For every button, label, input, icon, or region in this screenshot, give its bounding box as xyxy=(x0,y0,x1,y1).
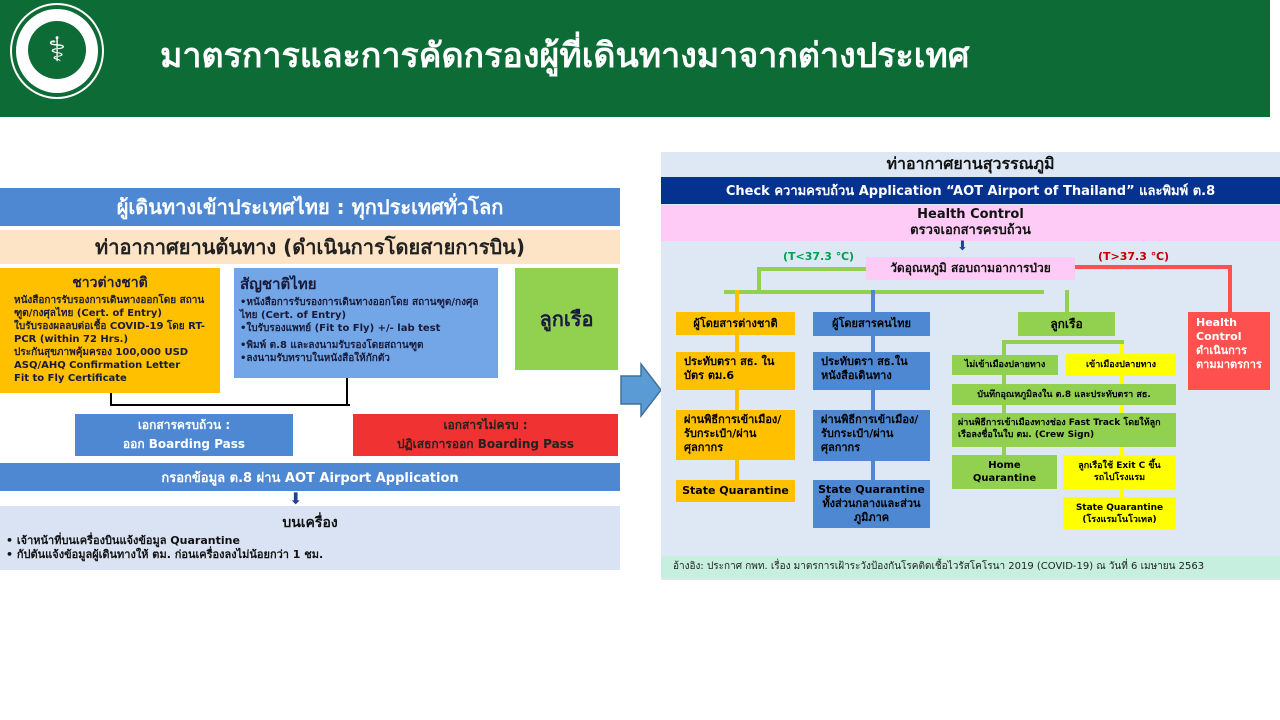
crew-no-enter-box: ไม่เข้าเมืองปลายทาง xyxy=(952,355,1058,375)
crew-state-quarantine: State Quarantine (โรงแรมโนโวเทล) xyxy=(1063,497,1176,530)
connector xyxy=(1228,265,1232,313)
connector xyxy=(757,267,867,271)
foreign-item: ประกันสุขภาพคุ้มครอง 100,000 USD xyxy=(14,347,189,358)
connector xyxy=(1075,265,1232,269)
connector xyxy=(1065,290,1069,312)
foreign-immigration-box: ผ่านพิธีการเข้าเมือง/รับกระเป๋า/ผ่านศุลก… xyxy=(676,410,795,460)
caduceus-icon: ⚕ xyxy=(28,21,86,79)
onboard-box: บนเครื่อง • เจ้าหน้าที่บนเครื่องบินแจ้งข… xyxy=(0,506,620,570)
arrow-down-icon: ⬇ xyxy=(957,239,968,254)
thai-item: •พิมพ์ ต.8 และลงนามรับรองโดยสถานฑูต xyxy=(240,340,424,351)
connector xyxy=(757,267,761,293)
foreign-item: ใบรับรองผลลบต่อเชื้อ COVID-19 โดย RT-PCR… xyxy=(14,321,205,345)
crew-record-box: บันทึกอุณหภูมิลงใน ต.8 และประทับตรา สธ. xyxy=(952,384,1176,405)
thai-box: สัญชาติไทย •หนังสือการรับรองการเดินทางออ… xyxy=(234,268,498,378)
connector xyxy=(110,404,350,406)
foreign-heading: ชาวต่างชาติ xyxy=(72,275,148,291)
arrow-down-icon: ⬇ xyxy=(289,489,303,508)
complete-line2: ออก Boarding Pass xyxy=(122,437,246,451)
origin-airport: ท่าอากาศยานต้นทาง (ดำเนินการโดยสายการบิน… xyxy=(0,230,620,264)
high-temp-label: (T>37.3 ℃) xyxy=(1098,250,1170,263)
health-control-action-box: Health Control ดำเนินการตามมาตรการ xyxy=(1188,312,1270,390)
onboard-item: • กัปตันแจ้งข้อมูลผู้เดินทางให้ ตม. ก่อน… xyxy=(6,548,324,561)
thai-item: •ใบรับรองแพทย์ (Fit to Fly) +/- lab test xyxy=(240,323,441,334)
thai-heading: สัญชาติไทย xyxy=(240,275,317,293)
connector xyxy=(1002,340,1124,344)
complete-line1: เอกสารครบถ้วน : xyxy=(137,418,231,432)
measure-temp-box: วัดอุณหภูมิ สอบถามอาการป่วย xyxy=(866,257,1075,280)
health-control-bar: Health Control ตรวจเอกสารครบถ้วน xyxy=(661,205,1280,241)
crew-fast-track-box: ผ่านพิธีการเข้าเมืองทางช่อง Fast Track โ… xyxy=(952,413,1176,447)
crew-enter-box: เข้าเมืองปลายทาง xyxy=(1066,354,1176,376)
onboard-item: • เจ้าหน้าที่บนเครื่องบินแจ้งข้อมูล Quar… xyxy=(6,534,240,547)
thai-item: •หนังสือการรับรองการเดินทางออกโดย สถานฑู… xyxy=(240,297,479,321)
crew-box: ลูกเรือ xyxy=(515,268,618,370)
thai-stamp-box: ประทับตรา สธ.ในหนังสือเดินทาง xyxy=(813,352,930,390)
connector xyxy=(724,290,1044,294)
foreign-item: ASQ/AHQ Confirmation Letter xyxy=(14,360,181,371)
health-line1: Health Control xyxy=(917,207,1024,222)
foreign-item: หนังสือการรับรองการเดินทางออกโดย สถานฑูต… xyxy=(14,295,205,319)
left-title: ผู้เดินทางเข้าประเทศไทย : ทุกประเทศทั่วโ… xyxy=(0,188,620,226)
foreign-stamp-box: ประทับตรา สธ. ในบัตร ตม.6 xyxy=(676,352,795,390)
fill-form-bar: กรอกข้อมูล ต.8 ผ่าน AOT Airport Applicat… xyxy=(0,463,620,491)
low-temp-label: (T<37.3 ℃) xyxy=(783,250,855,263)
crew-title-box: ลูกเรือ xyxy=(1018,312,1115,336)
thai-passenger-box: ผู้โดยสารคนไทย xyxy=(813,312,930,336)
incomplete-line2: ปฏิเสธการออก Boarding Pass xyxy=(396,437,574,451)
reference-note: อ้างอิง: ประกาศ กพท. เรื่อง มาตรการเฝ้าร… xyxy=(661,556,1280,578)
page-title: มาตรการและการคัดกรองผู้ที่เดินทางมาจากต่… xyxy=(160,36,970,76)
thai-state-quarantine: State Quarantine ทั้งส่วนกลางและส่วนภูมิ… xyxy=(813,480,930,528)
foreign-box: ชาวต่างชาติ หนังสือการรับรองการเดินทางออ… xyxy=(0,268,220,393)
arrow-right-icon xyxy=(620,362,662,418)
complete-docs-box: เอกสารครบถ้วน : ออก Boarding Pass xyxy=(75,414,293,456)
thai-immigration-box: ผ่านพิธีการเข้าเมือง/รับกระเป๋า/ผ่านศุลก… xyxy=(813,410,930,461)
crew-home-quarantine: Home Quarantine xyxy=(952,455,1057,489)
thai-item: •ลงนามรับทราบในหนังสือให้กักตัว xyxy=(240,353,390,364)
foreign-state-quarantine: State Quarantine xyxy=(676,480,795,502)
crew-exit-box: ลูกเรือใช้ Exit C ขึ้นรถไปโรงแรม xyxy=(1063,455,1176,489)
incomplete-line1: เอกสารไม่ครบ : xyxy=(443,418,528,432)
header-bar xyxy=(0,0,1270,117)
suvarnabhumi-title: ท่าอากาศยานสุวรรณภูมิ xyxy=(886,154,1055,173)
connector xyxy=(110,393,112,405)
health-line2: ตรวจเอกสารครบถ้วน xyxy=(910,223,1031,238)
connector xyxy=(871,290,875,490)
connector xyxy=(346,378,348,405)
check-bar: Check ความครบถ้วน Application “AOT Airpo… xyxy=(661,177,1280,204)
incomplete-docs-box: เอกสารไม่ครบ : ปฏิเสธการออก Boarding Pas… xyxy=(353,414,618,456)
ministry-logo: ⚕ xyxy=(12,5,102,97)
foreign-item: Fit to Fly Certificate xyxy=(14,373,127,384)
connector xyxy=(735,290,739,490)
onboard-heading: บนเครื่อง xyxy=(282,515,338,531)
foreign-passenger-box: ผู้โดยสารต่างชาติ xyxy=(676,312,795,335)
